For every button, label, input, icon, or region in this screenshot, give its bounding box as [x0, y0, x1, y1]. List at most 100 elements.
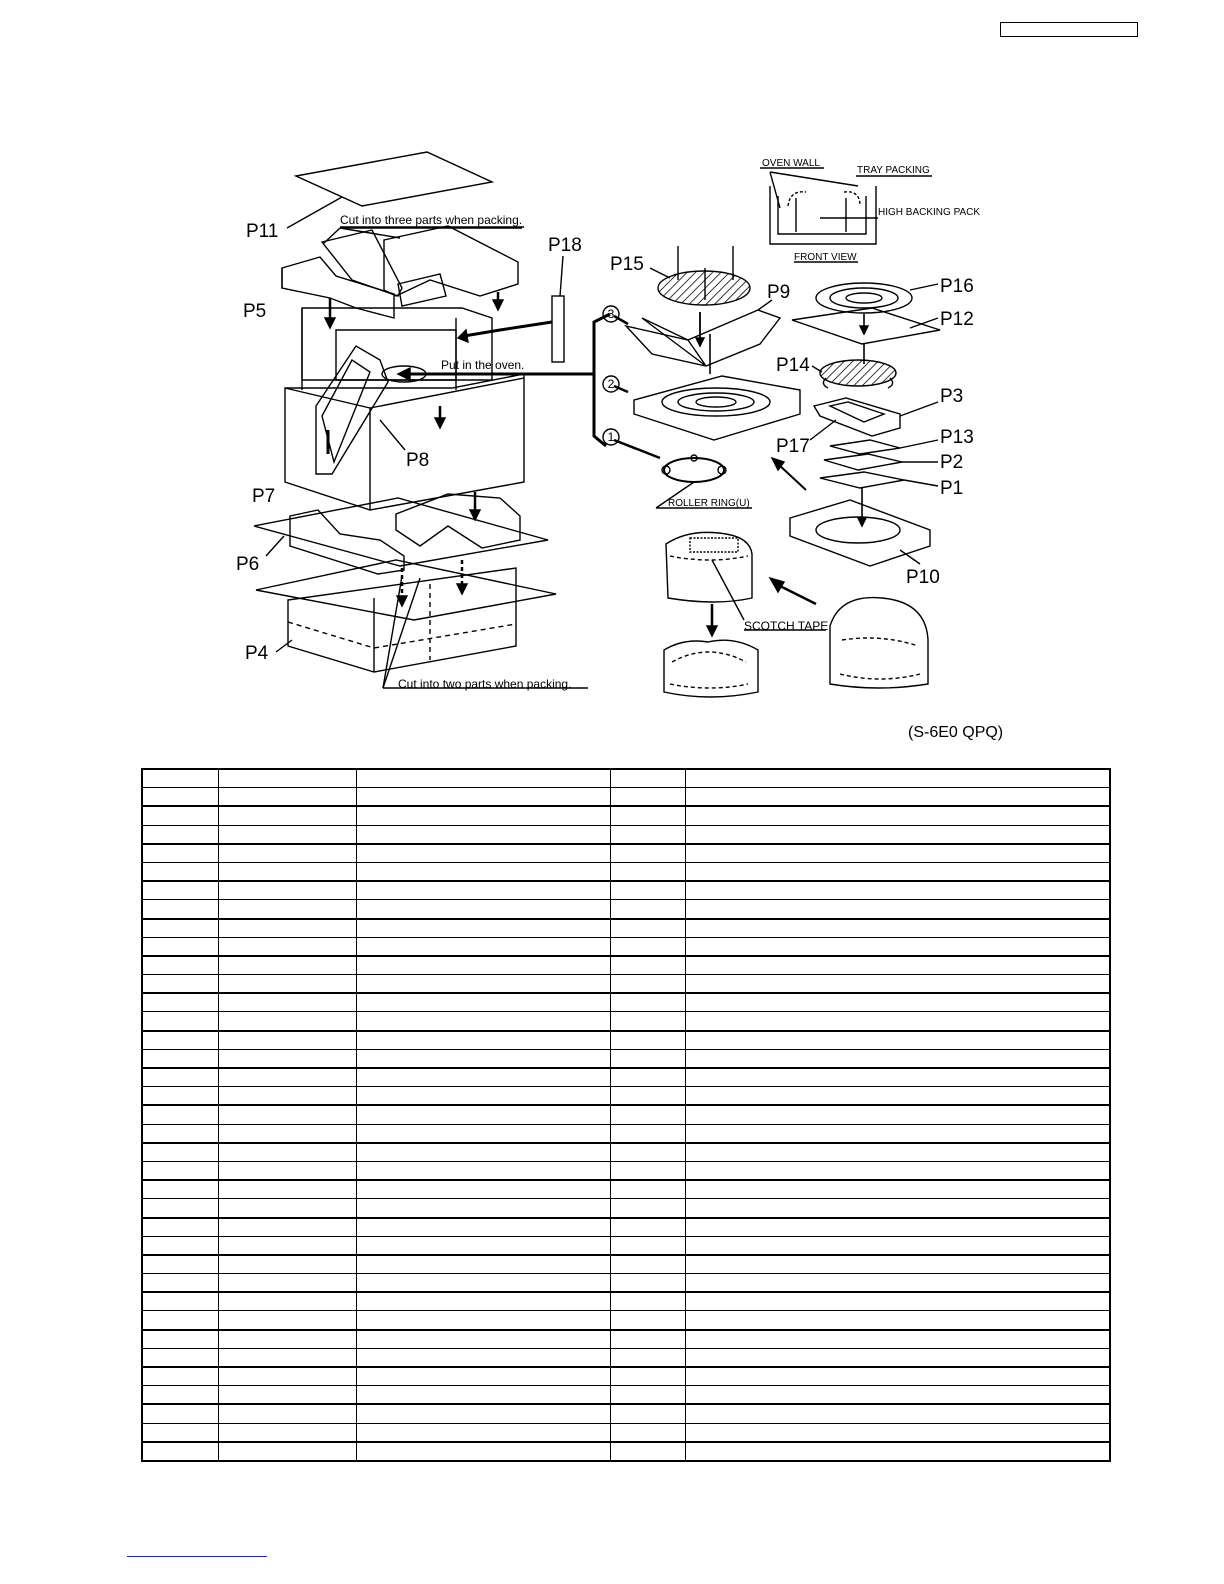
table-cell [684, 1179, 1111, 1200]
table-cell [684, 1104, 1111, 1125]
table-cell [217, 805, 357, 826]
table-cell [684, 1403, 1111, 1424]
table-row [141, 917, 1111, 938]
label-p9: P9 [767, 282, 790, 303]
table-cell [609, 1216, 686, 1237]
table-cell [355, 1273, 611, 1293]
table-cell [141, 1235, 219, 1256]
table-cell [684, 974, 1111, 994]
table-row [141, 842, 1111, 863]
table-cell [217, 1198, 357, 1218]
table-row [141, 1273, 1111, 1293]
table-cell [355, 842, 611, 863]
table-cell [355, 1067, 611, 1088]
table-cell [217, 936, 357, 957]
table-cell [141, 899, 219, 919]
table-row [141, 787, 1111, 807]
table-cell [355, 899, 611, 919]
table-cell [684, 1198, 1111, 1218]
packing-exploded-diagram: P11 P5 P18 P8 P7 P6 P4 P15 P9 P16 P12 P1… [236, 151, 980, 698]
table-row [141, 1366, 1111, 1387]
carton-p7 [284, 373, 525, 511]
table-cell [684, 1086, 1111, 1106]
table-row [141, 824, 1111, 845]
table-cell [684, 1291, 1111, 1312]
table-cell [684, 1347, 1111, 1368]
table-cell [684, 1235, 1111, 1256]
table-cell [355, 1086, 611, 1106]
table-cell [609, 936, 686, 957]
table-cell [684, 992, 1111, 1013]
table-cell [217, 954, 357, 976]
label-p5: P5 [243, 301, 266, 322]
table-cell [609, 1403, 686, 1424]
table-cell [141, 1123, 219, 1144]
sheet-p12 [791, 307, 941, 345]
table-row [141, 1347, 1111, 1368]
table-cell [141, 1253, 219, 1275]
table-cell [355, 1011, 611, 1032]
table-cell [355, 936, 611, 957]
table-row [141, 805, 1111, 826]
table-cell [355, 1347, 611, 1368]
note-roller-ring: ROLLER RING(U) [668, 498, 750, 509]
table-cell [141, 1048, 219, 1069]
table-cell [684, 1029, 1111, 1050]
table-row [141, 768, 1111, 789]
table-cell [217, 1403, 357, 1424]
table-row [141, 861, 1111, 882]
label-p10: P10 [906, 567, 940, 588]
table-cell [141, 1198, 219, 1218]
table-cell [355, 1141, 611, 1162]
table-cell [609, 1011, 686, 1032]
table-cell [684, 954, 1111, 976]
table-cell [355, 917, 611, 938]
table-cell [609, 1179, 686, 1200]
bag-top-left [665, 531, 753, 603]
table-cell [141, 1179, 219, 1200]
table-cell [217, 1216, 357, 1237]
table-cell [609, 842, 686, 863]
table-row [141, 1198, 1111, 1218]
table-cell [355, 1385, 611, 1405]
table-cell [141, 1029, 219, 1050]
table-cell [217, 917, 357, 938]
table-cell [609, 974, 686, 994]
table-cell [141, 1291, 219, 1312]
carton-p4-flaps [255, 559, 557, 621]
table-cell [609, 1235, 686, 1256]
table-row [141, 1179, 1111, 1200]
table-cell [141, 1086, 219, 1106]
table-cell [609, 1347, 686, 1368]
table-row [141, 1067, 1111, 1088]
table-cell [141, 917, 219, 938]
table-cell [141, 954, 219, 976]
label-p3: P3 [940, 386, 963, 407]
label-p16: P16 [940, 276, 974, 297]
table-cell [141, 880, 219, 901]
table-cell [141, 1141, 219, 1162]
table-cell [609, 1086, 686, 1106]
table-cell [217, 824, 357, 845]
table-row [141, 1310, 1111, 1331]
table-cell [141, 842, 219, 863]
table-row [141, 1160, 1111, 1181]
foam-p5-right [383, 225, 519, 297]
table-cell [217, 1179, 357, 1200]
table-cell [684, 936, 1111, 957]
table-row [141, 880, 1111, 901]
table-cell [217, 1291, 357, 1312]
step-2: 2 [608, 377, 615, 391]
table-cell [141, 1310, 219, 1331]
table-row [141, 1104, 1111, 1125]
table-row [141, 1123, 1111, 1144]
label-p1: P1 [940, 478, 963, 499]
note-scotch-tape: SCOTCH TAPE [744, 619, 828, 633]
table-row [141, 1328, 1111, 1349]
table-row [141, 899, 1111, 919]
label-p18: P18 [548, 235, 582, 256]
table-cell [355, 992, 611, 1013]
table-cell [355, 824, 611, 845]
table-cell [609, 1141, 686, 1162]
table-cell [609, 1048, 686, 1069]
